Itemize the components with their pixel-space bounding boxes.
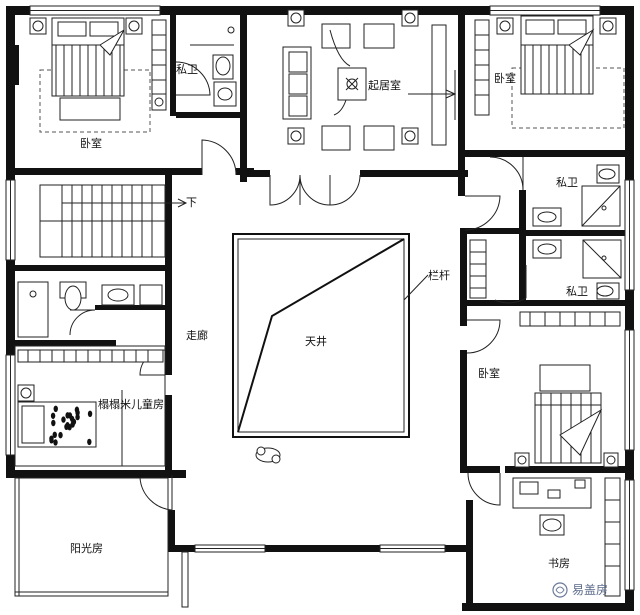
bedroom-se-furniture	[514, 311, 621, 468]
watermark-text: 易盖房	[572, 582, 608, 597]
watermark: 易盖房	[552, 582, 608, 598]
bed-pattern-dot	[70, 421, 75, 428]
bed-pattern-dot	[75, 413, 80, 421]
living-room-furniture	[282, 9, 457, 151]
label-bath-n: 私卫	[176, 63, 198, 76]
bath-west-fixtures	[17, 281, 163, 338]
label-bath-e1: 私卫	[556, 176, 578, 189]
bed-pattern-dot	[50, 412, 56, 419]
bed-pattern-dot	[61, 416, 66, 423]
bed-pattern-dot	[53, 405, 58, 413]
bed-pattern-dot	[69, 415, 75, 423]
label-bath-e2: 私卫	[566, 285, 588, 298]
label-corridor: 走廊	[186, 328, 208, 342]
bed-pattern-dot	[52, 431, 57, 439]
bed-pattern-dot	[51, 419, 56, 427]
bed-pattern-dot	[87, 438, 92, 446]
staircase	[39, 184, 188, 258]
bed-pattern-dot	[75, 409, 80, 416]
label-stairs-down: 下	[186, 196, 197, 209]
label-kids-room: 榻榻米儿童房	[98, 397, 164, 411]
label-bedroom-nw: 卧室	[80, 136, 102, 150]
watermark-logo-icon	[552, 582, 568, 598]
bed-pattern-dot	[58, 431, 63, 439]
label-bedroom-ne: 卧室	[494, 71, 516, 85]
study-furniture	[512, 477, 621, 597]
doors	[69, 61, 527, 511]
label-living: 起居室	[368, 78, 401, 92]
label-sunroom: 阳光房	[70, 541, 103, 555]
atrium	[232, 233, 429, 464]
room-labels: 卧室 私卫 起居室 卧室 私卫 私卫 下 栏杆 天井 走廊 榻榻米儿童房 卧室 …	[70, 63, 588, 570]
bath-north-fixtures	[190, 26, 237, 107]
bed-pattern-dot	[53, 439, 58, 446]
sunroom-enclosure	[14, 477, 189, 608]
bed-pattern-dot	[87, 410, 93, 418]
label-railing: 栏杆	[428, 268, 450, 282]
bedroom-nw-furniture	[29, 17, 167, 133]
kids-room-furniture	[14, 345, 166, 467]
bed-pattern-dot	[64, 423, 69, 431]
label-bedroom-se: 卧室	[478, 366, 500, 380]
bedroom-ne-furniture	[474, 15, 625, 129]
bed-pattern-dot	[49, 437, 54, 444]
bath-east-fixtures	[469, 164, 622, 300]
label-study: 书房	[548, 557, 570, 570]
windows	[5, 5, 635, 591]
interior-walls	[6, 6, 634, 610]
label-atrium: 天井	[305, 334, 327, 348]
dining-figure	[255, 446, 281, 464]
bed-pattern-dot	[65, 412, 70, 419]
